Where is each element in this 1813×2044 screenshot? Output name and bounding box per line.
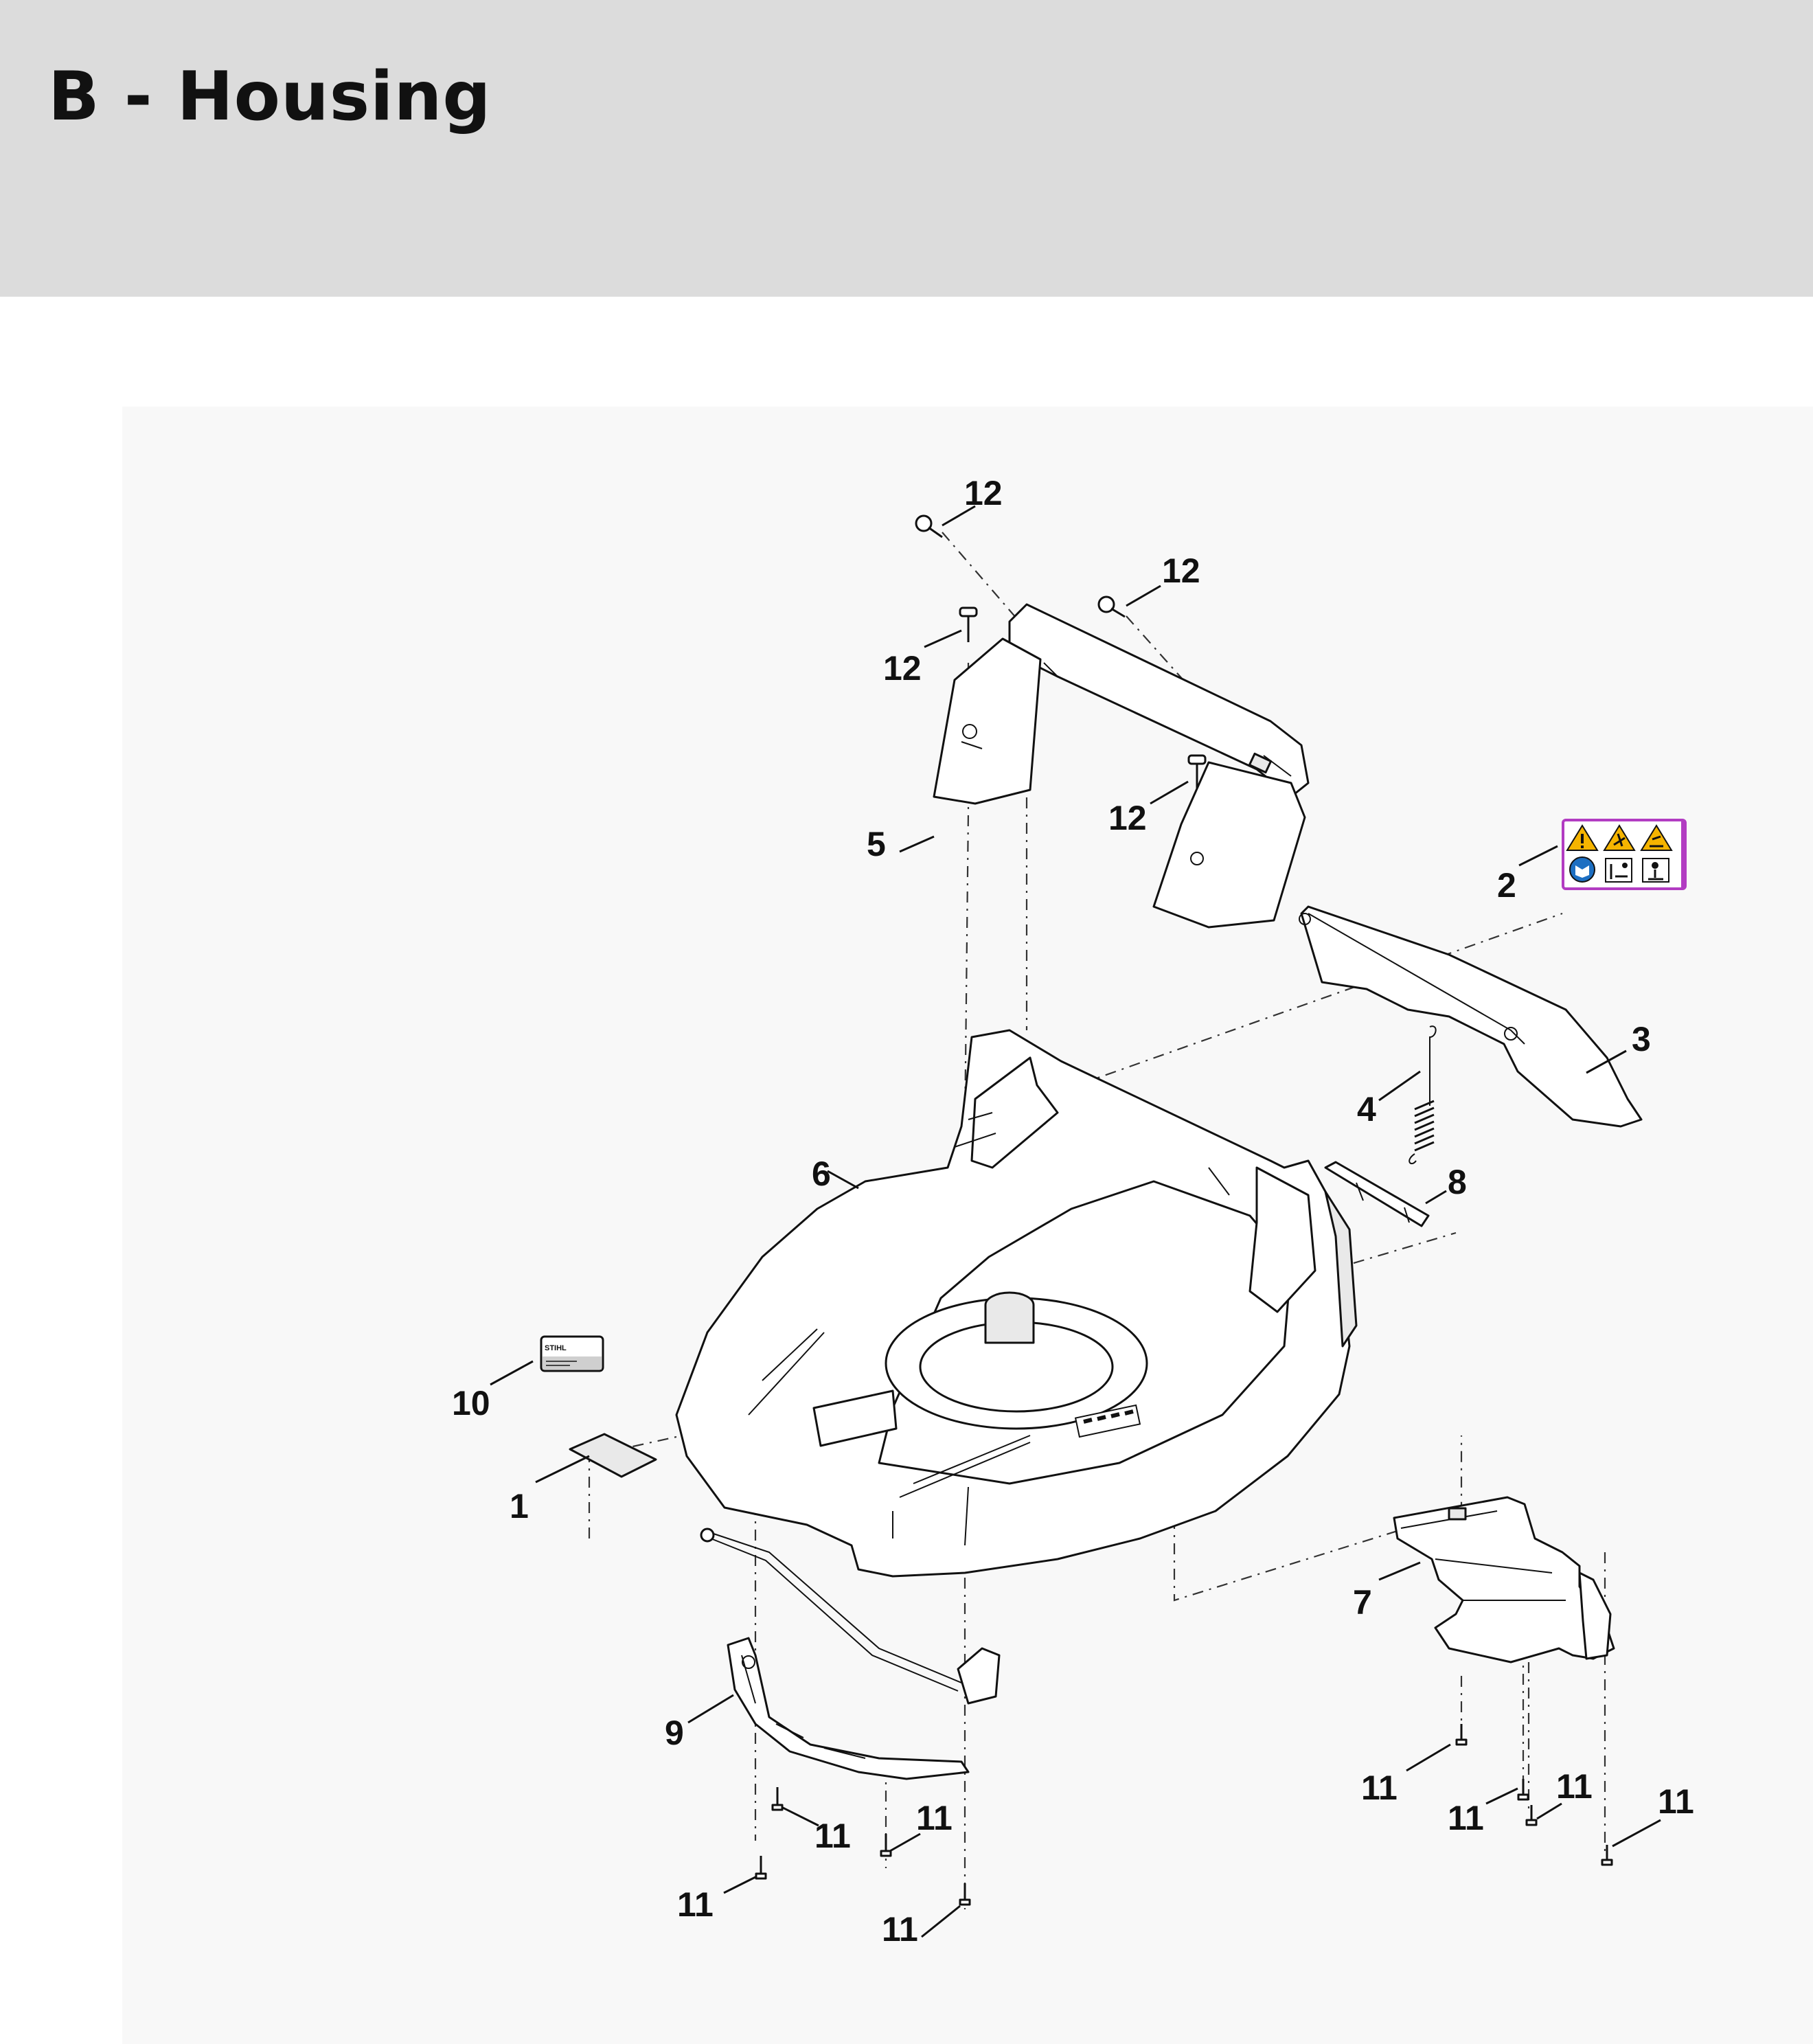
- callout-11: 11: [677, 1885, 714, 1924]
- warning-icon: [1566, 824, 1599, 851]
- callout-4: 4: [1357, 1090, 1376, 1128]
- screw-11d: [959, 1883, 971, 1906]
- part-5-handle-bracket[interactable]: [933, 603, 1310, 929]
- distance-icon: [1605, 858, 1632, 883]
- callout-8: 8: [1448, 1163, 1467, 1201]
- part-12-screws[interactable]: [915, 514, 1207, 788]
- callout-11: 11: [916, 1799, 953, 1837]
- callout-7: 7: [1353, 1583, 1372, 1622]
- rear-axle: [700, 1528, 1001, 1705]
- label-10-brand: STIHL: [545, 1344, 567, 1352]
- screw-12b: [1097, 595, 1126, 618]
- screw-11e: [1455, 1724, 1468, 1746]
- callout-5: 5: [867, 825, 886, 863]
- callout-3: 3: [1632, 1020, 1651, 1058]
- disconnect-icon: [1642, 858, 1669, 883]
- page-title: B - Housing: [48, 58, 492, 136]
- callout-12: 12: [1162, 552, 1200, 590]
- leader-lines: [490, 505, 1661, 1938]
- callout-labels: 12 12 12 12 5 2 3 4 8 6 10 1 7 9 11 11 1…: [452, 474, 1694, 1949]
- callout-12: 12: [964, 474, 1003, 512]
- screw-11a: [771, 1787, 784, 1811]
- callout-11: 11: [1556, 1767, 1593, 1806]
- screw-11g: [1525, 1805, 1538, 1826]
- screw-12c: [959, 606, 978, 642]
- part-9-bumper-bracket[interactable]: [727, 1637, 970, 1780]
- callout-12: 12: [883, 649, 922, 688]
- callout-10: 10: [452, 1384, 490, 1422]
- callout-9: 9: [665, 1714, 684, 1752]
- part-1-plate[interactable]: [569, 1433, 657, 1478]
- callout-11: 11: [814, 1817, 851, 1855]
- part-11-screws[interactable]: [755, 1724, 1613, 1906]
- callout-12: 12: [1108, 799, 1147, 837]
- screw-11h: [1601, 1845, 1613, 1866]
- read-manual-icon: [1569, 856, 1595, 883]
- screw-11b: [880, 1834, 892, 1857]
- screw-11c: [755, 1856, 767, 1880]
- thrown-object-icon: [1640, 824, 1673, 851]
- callout-11: 11: [1361, 1769, 1398, 1807]
- part-8-hinge-rod[interactable]: [1324, 1161, 1430, 1227]
- part-6-deck-housing[interactable]: [675, 1029, 1358, 1578]
- screw-12d: [1187, 754, 1207, 788]
- screw-12a: [915, 514, 943, 538]
- callout-1: 1: [510, 1487, 529, 1525]
- callout-6: 6: [812, 1155, 831, 1193]
- part-7-discharge-chute[interactable]: [1393, 1496, 1615, 1663]
- callout-2: 2: [1497, 866, 1516, 905]
- part-10-label[interactable]: STIHL: [540, 1335, 604, 1372]
- blade-hazard-icon: [1603, 824, 1636, 851]
- part-4-spring[interactable]: [1409, 1025, 1437, 1165]
- header-band: B - Housing: [0, 0, 1813, 297]
- callout-11: 11: [1658, 1782, 1694, 1821]
- part-3-rear-flap[interactable]: [1299, 905, 1643, 1128]
- callout-11: 11: [1448, 1799, 1484, 1837]
- callout-11: 11: [882, 1910, 918, 1949]
- deck-vent-logo: [1074, 1404, 1141, 1438]
- screw-11f: [1517, 1779, 1529, 1801]
- part-2-warning-decal[interactable]: [1562, 819, 1687, 890]
